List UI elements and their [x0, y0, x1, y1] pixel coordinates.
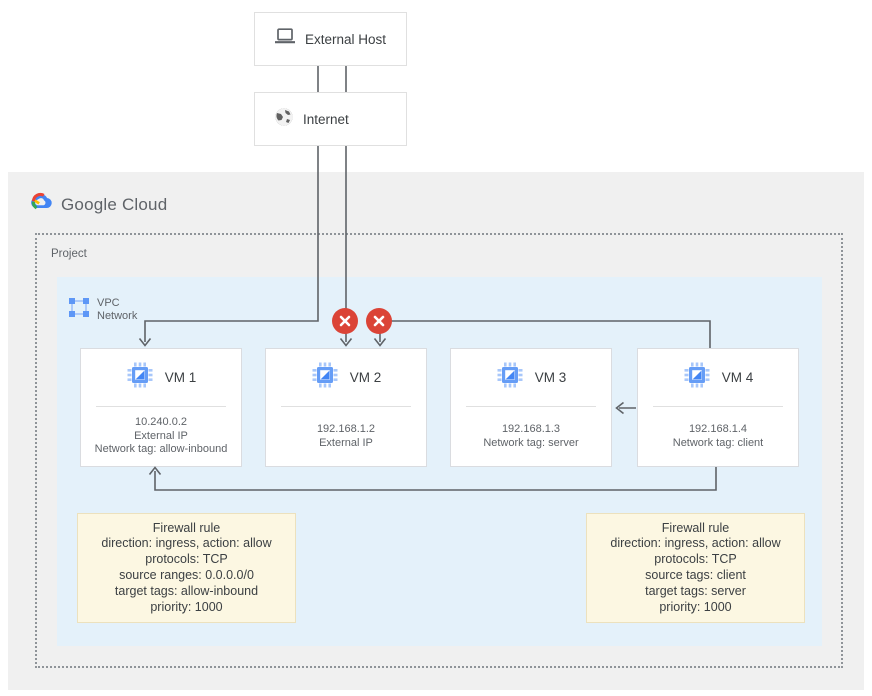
vm1-external-ip: External IP	[134, 429, 188, 442]
vm1-node: VM 1 10.240.0.2 External IP Network tag:…	[80, 348, 242, 467]
vm1-ip: 10.240.0.2	[135, 416, 187, 429]
vm3-ip: 192.168.1.3	[501, 423, 561, 435]
internet-node: Internet	[254, 92, 407, 146]
divider	[281, 406, 411, 407]
external-host-label: External Host	[305, 31, 387, 47]
vm-chip-icon	[683, 361, 711, 394]
google-cloud-logo-icon	[28, 191, 54, 218]
vm1-network-tag: Network tag: allow-inbound	[94, 443, 228, 456]
firewall-rule-line: direction: ingress, action: allow	[101, 536, 272, 551]
vm2-name: VM 2	[349, 370, 382, 385]
firewall-rule-line: target tags: server	[645, 583, 746, 598]
brand-wordmark: Google Cloud	[61, 194, 168, 214]
firewall-rule-line: priority: 1000	[150, 599, 223, 614]
firewall-rule-line: direction: ingress, action: allow	[610, 536, 781, 551]
firewall-rule-title: Firewall rule	[152, 520, 221, 535]
firewall-rule-line: protocols: TCP	[654, 552, 737, 567]
vm3-node: VM 3 192.168.1.3 Network tag: server	[450, 348, 612, 467]
firewall-rule-line: source ranges: 0.0.0.0/0	[119, 568, 254, 582]
project-boundary: Project	[35, 233, 843, 668]
firewall-rule-line: source tags: client	[645, 568, 746, 582]
google-cloud-brand: Google Cloud	[28, 191, 167, 218]
vm4-node: VM 4 192.168.1.4 Network tag: client	[637, 348, 799, 467]
firewall-rule-line: protocols: TCP	[145, 552, 228, 567]
vm2-external-ip: External IP	[319, 436, 373, 449]
vm3-name: VM 3	[534, 370, 567, 385]
vpc-network-icon	[68, 297, 90, 323]
vpc-network-label: VPC Network	[97, 297, 138, 322]
project-label: Project	[51, 248, 87, 260]
divider	[96, 406, 226, 407]
firewall-rule-client-server: Firewall rule direction: ingress, action…	[586, 513, 805, 623]
external-host-node: External Host	[254, 12, 407, 66]
vm-chip-icon	[496, 361, 524, 394]
vm1-name: VM 1	[164, 370, 197, 385]
firewall-rule-line: priority: 1000	[659, 599, 732, 614]
vm-chip-icon	[126, 361, 154, 394]
blocked-icon	[366, 308, 392, 334]
vm-chip-icon	[311, 361, 339, 394]
laptop-icon	[274, 28, 296, 50]
vm3-network-tag: Network tag: server	[483, 436, 579, 449]
vm2-ip: 192.168.1.2	[316, 423, 376, 435]
firewall-rule-title: Firewall rule	[661, 520, 730, 535]
divider	[653, 406, 783, 407]
internet-label: Internet	[303, 111, 349, 127]
firewall-rule-line: target tags: allow-inbound	[114, 583, 259, 598]
divider	[466, 406, 596, 407]
vm2-node: VM 2 192.168.1.2 External IP	[265, 348, 427, 467]
vm4-network-tag: Network tag: client	[672, 436, 764, 449]
blocked-icon	[332, 308, 358, 334]
vm4-ip: 192.168.1.4	[688, 423, 748, 435]
vm4-name: VM 4	[721, 370, 754, 385]
firewall-rule-allow-inbound: Firewall rule direction: ingress, action…	[77, 513, 296, 623]
globe-icon	[274, 107, 294, 132]
